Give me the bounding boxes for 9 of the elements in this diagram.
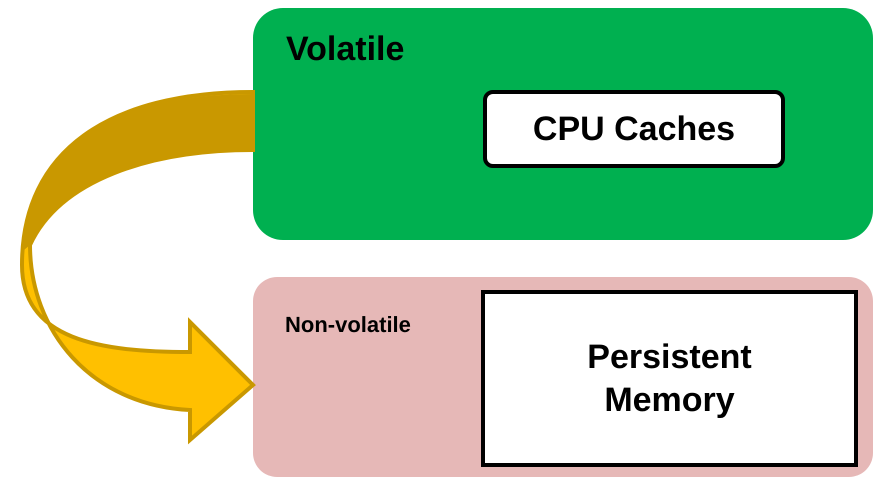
- memory-box: [481, 290, 858, 467]
- panel-heading: Non-volatile: [285, 311, 412, 338]
- box-label: CPU Caches: [532, 108, 736, 150]
- non-volatile-panel: [253, 277, 873, 477]
- volatile-panel: [253, 8, 873, 240]
- cache-box: [483, 90, 785, 168]
- box-label: Persistent Memory: [586, 337, 753, 420]
- panel-heading: Volatile: [286, 29, 406, 70]
- curved-arrow: [20, 90, 255, 442]
